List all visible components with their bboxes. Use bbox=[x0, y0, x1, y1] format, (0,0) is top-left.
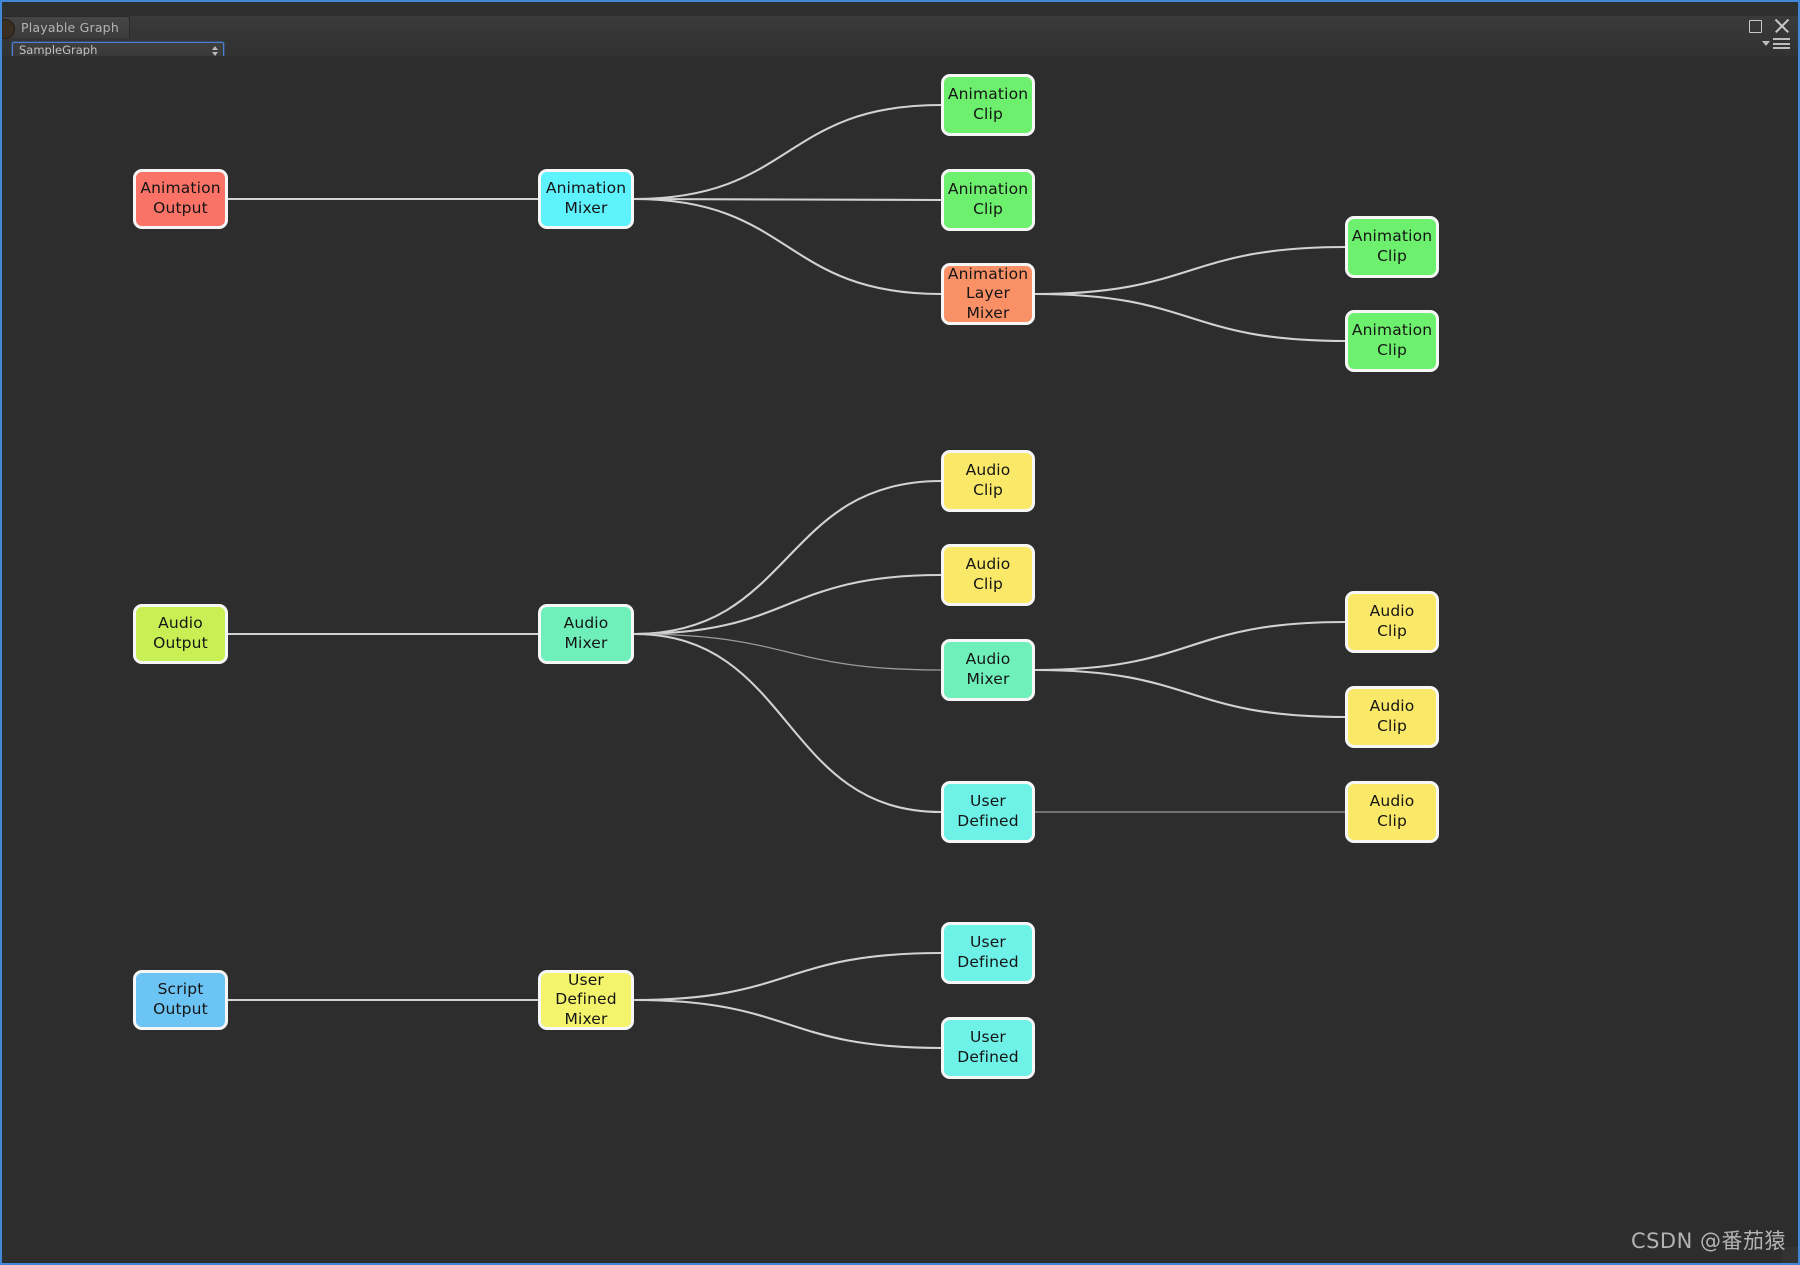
edge-anim-mixer-to-anim-layer-mixer bbox=[633, 197, 942, 296]
maximize-icon[interactable] bbox=[1749, 19, 1762, 33]
tab-playable-graph[interactable]: Playable Graph bbox=[0, 16, 130, 39]
edge-audio-mixer-to-audio-clip-2 bbox=[633, 573, 942, 636]
menu-bars-icon bbox=[1773, 38, 1790, 49]
edge-audio-mixer-to-audio-mixer-2 bbox=[633, 633, 942, 671]
edge-ud-mixer-to-user-defined-3 bbox=[633, 998, 942, 1050]
tab-label: Playable Graph bbox=[21, 20, 119, 35]
edge-anim-mixer-to-anim-clip-1 bbox=[633, 103, 942, 201]
updown-arrows-icon bbox=[211, 45, 219, 56]
window-controls bbox=[1749, 18, 1790, 34]
edge-anim-mixer-to-anim-clip-2 bbox=[633, 197, 942, 202]
hamburger-menu-icon[interactable] bbox=[1762, 38, 1790, 49]
edge-audio-mixer-to-user-defined-1 bbox=[633, 632, 942, 814]
edge-audio-mixer-2-to-audio-clip-4 bbox=[1034, 668, 1346, 719]
edge-audio-mixer-2-to-audio-clip-3 bbox=[1034, 620, 1346, 672]
scroll-corner bbox=[1782, 1247, 1798, 1263]
watermark: CSDN @番茄猿 bbox=[1630, 1229, 1786, 1253]
edge-anim-layer-mixer-to-anim-clip-3 bbox=[1034, 245, 1346, 296]
close-icon[interactable] bbox=[1774, 18, 1790, 34]
edge-ud-mixer-to-user-defined-2 bbox=[633, 951, 942, 1002]
chevron-down-icon bbox=[1762, 41, 1770, 46]
window-titlebar bbox=[2, 2, 1798, 16]
unity-window-icon bbox=[0, 19, 15, 39]
graph-selector-value: SampleGraph bbox=[19, 42, 98, 57]
toolbar: Playable Graph SampleGraph bbox=[0, 16, 1798, 59]
edge-anim-layer-mixer-to-anim-clip-4 bbox=[1034, 292, 1346, 343]
edge-audio-mixer-to-audio-clip-1 bbox=[633, 479, 942, 636]
graph-edges bbox=[227, 103, 1346, 1050]
